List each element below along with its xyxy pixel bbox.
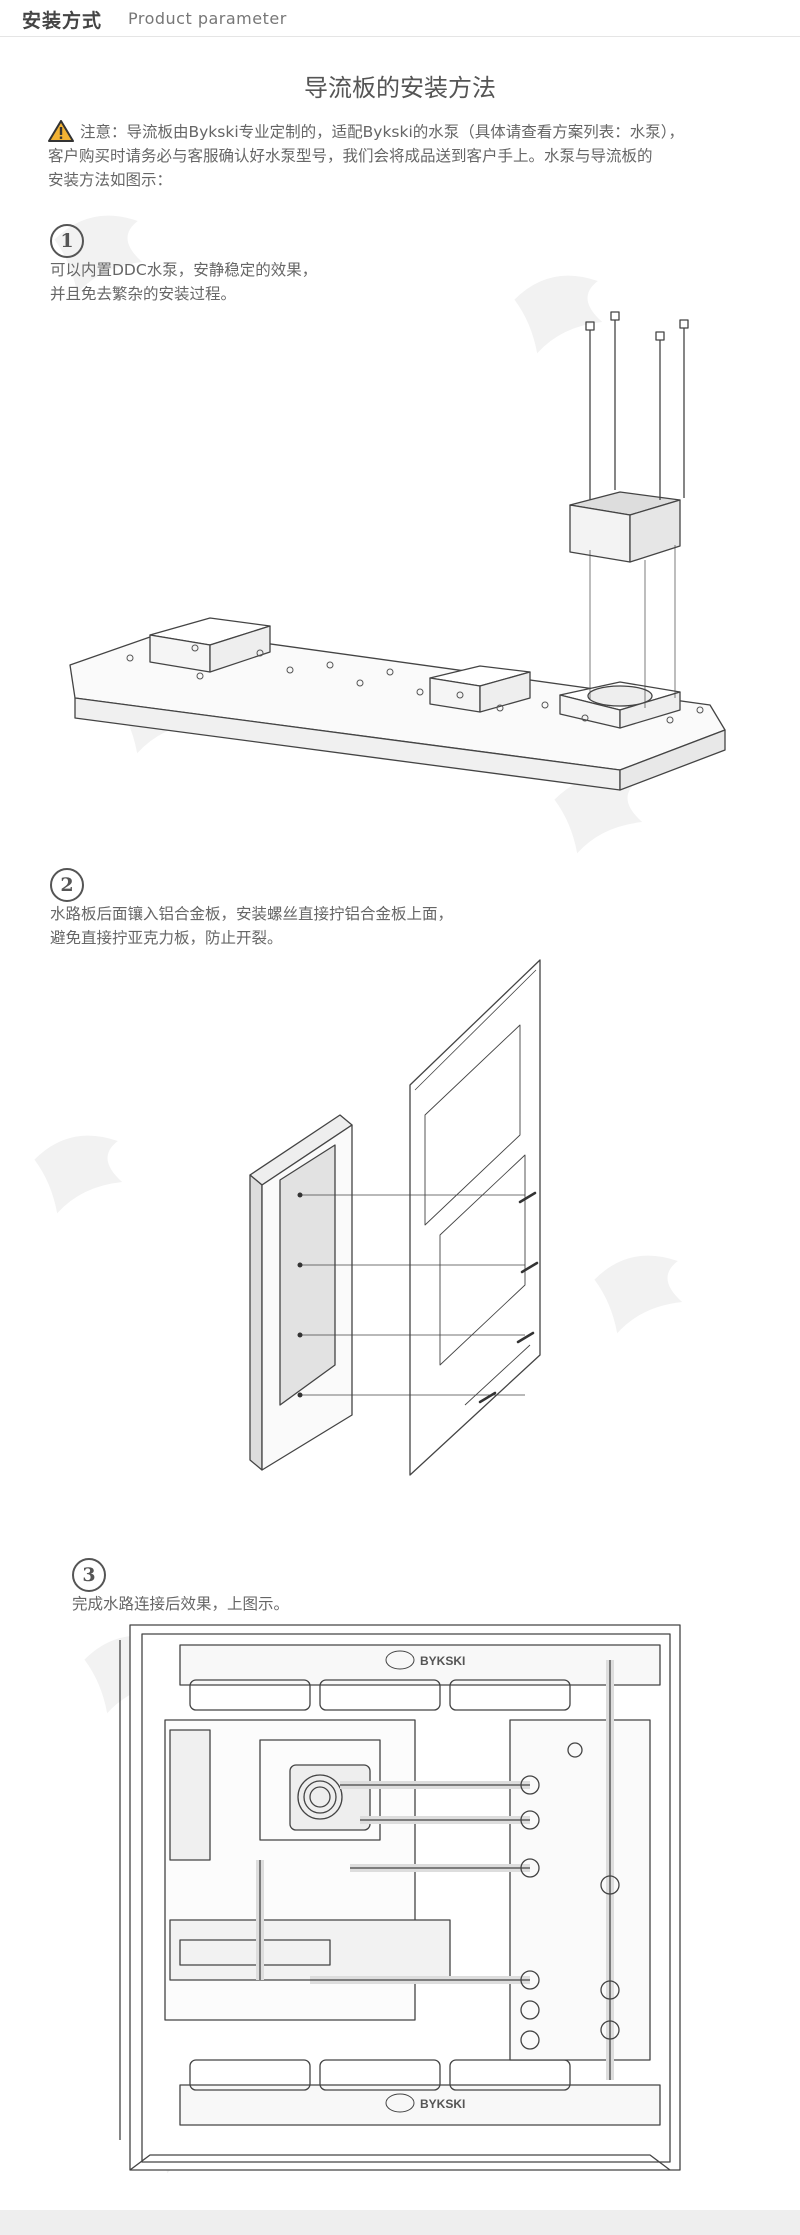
notice-block: 注意：导流板由Bykski专业定制的，适配Bykski的水泵（具体请查看方案列表…: [48, 120, 768, 192]
step-2-line-2: 避免直接拧亚克力板，防止开裂。: [50, 929, 283, 947]
completed-loop-diagram: BYKSKI BYKSKI: [119, 1624, 681, 2171]
pump-mount-diagram: [69, 311, 726, 791]
bykski-logo-bottom: BYKSKI: [385, 2093, 465, 2113]
section-header: 安装方式 Product parameter: [0, 0, 800, 37]
aluminum-plate-diagram: [249, 959, 541, 1476]
svg-text:BYKSKI: BYKSKI: [420, 2097, 465, 2111]
step-1-number: 1: [50, 224, 84, 258]
notice-text-line-3: 安装方法如图示：: [48, 171, 173, 189]
step-2-number: 2: [50, 868, 84, 902]
step-1-line-1: 可以内置DDC水泵，安静稳定的效果，: [50, 261, 318, 279]
header-title-en: Product parameter: [128, 9, 287, 28]
step-1-text: 可以内置DDC水泵，安静稳定的效果， 并且免去繁杂的安装过程。: [50, 258, 317, 306]
step-1-line-2: 并且免去繁杂的安装过程。: [50, 285, 237, 303]
step-2-line-1: 水路板后面镶入铝合金板，安装螺丝直接拧铝合金板上面，: [50, 905, 454, 923]
notice-line: 注意：导流板由Bykski专业定制的，适配Bykski的水泵（具体请查看方案列表…: [48, 120, 768, 144]
page-title: 导流板的安装方法: [304, 74, 496, 102]
notice-text-line-2: 客户购买时请务必与客服确认好水泵型号，我们会将成品送到客户手上。水泵与导流板的: [48, 147, 653, 165]
step-3-number: 3: [72, 1558, 106, 1592]
bykski-logo-top: BYKSKI: [385, 1650, 465, 1670]
header-title-cn: 安装方式: [22, 10, 103, 32]
notice-text-line-1: 注意：导流板由Bykski专业定制的，适配Bykski的水泵（具体请查看方案列表…: [80, 123, 685, 141]
step-2-text: 水路板后面镶入铝合金板，安装螺丝直接拧铝合金板上面， 避免直接拧亚克力板，防止开…: [50, 902, 453, 950]
step-3-line-1: 完成水路连接后效果，上图示。: [72, 1595, 290, 1613]
svg-text:BYKSKI: BYKSKI: [420, 1654, 465, 1668]
footer-bar: [0, 2210, 800, 2235]
warning-icon: [48, 120, 74, 142]
step-3-text: 完成水路连接后效果，上图示。: [72, 1592, 289, 1616]
